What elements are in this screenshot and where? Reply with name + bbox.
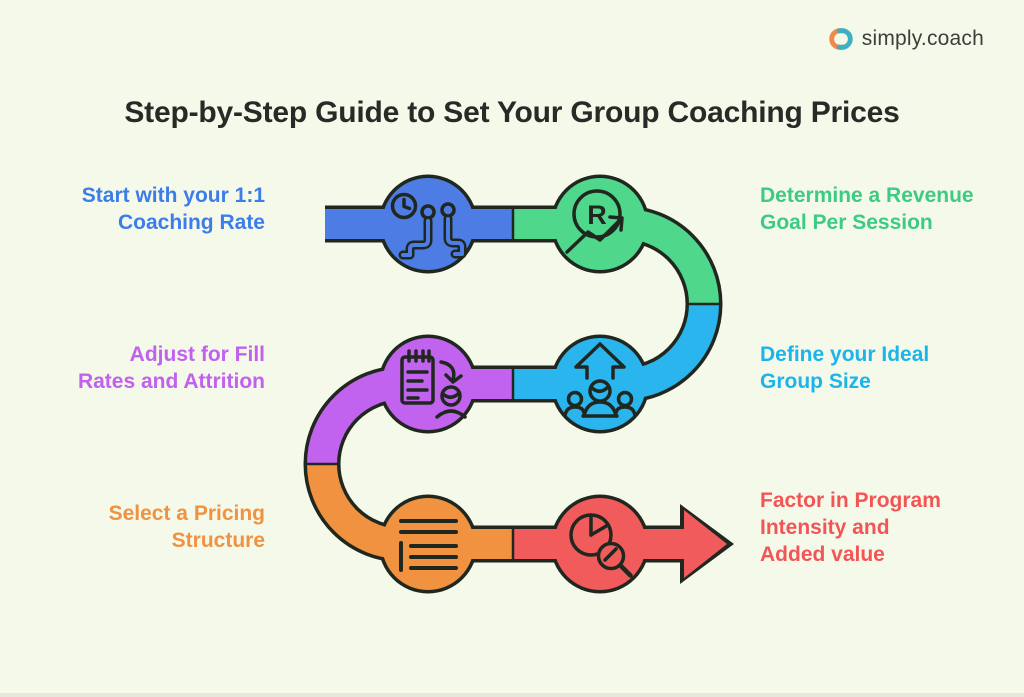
- one-on-one-session-icon: [390, 192, 467, 260]
- brand-name: simply.coach: [861, 27, 984, 50]
- brand-logo: simply.coach: [827, 26, 984, 52]
- step-node-3: [382, 338, 474, 430]
- step-label-2: Determine a Revenue Goal Per Session: [760, 184, 974, 234]
- segment-dividers: [305, 209, 721, 559]
- program-analysis-icon: [569, 513, 633, 578]
- up-arrow-icon: [574, 342, 626, 380]
- curved-arrow-icon: [439, 360, 456, 382]
- attrition-checklist-icon: [400, 349, 467, 419]
- step-label-6: Factor in Program Intensity and Added va…: [760, 489, 941, 566]
- step-label-5: Select a Pricing Structure: [108, 502, 265, 552]
- step-label-1: Start with your 1:1 Coaching Rate: [81, 184, 265, 234]
- step-label-3: Adjust for Fill Rates and Attrition: [77, 343, 265, 393]
- revenue-goal-icon: R: [565, 189, 624, 254]
- pricing-structure-icon: [399, 519, 458, 572]
- step-label-4: Define your Ideal Group Size: [760, 343, 930, 393]
- page-title: Step-by-Step Guide to Set Your Group Coa…: [124, 96, 900, 130]
- group-size-icon: [563, 342, 637, 418]
- revenue-letter: R: [587, 200, 607, 230]
- clock-icon: [390, 192, 418, 220]
- flow-arrowhead: [684, 510, 727, 578]
- simply-coach-logo-icon: [829, 28, 853, 50]
- bottom-strip: [0, 693, 1024, 697]
